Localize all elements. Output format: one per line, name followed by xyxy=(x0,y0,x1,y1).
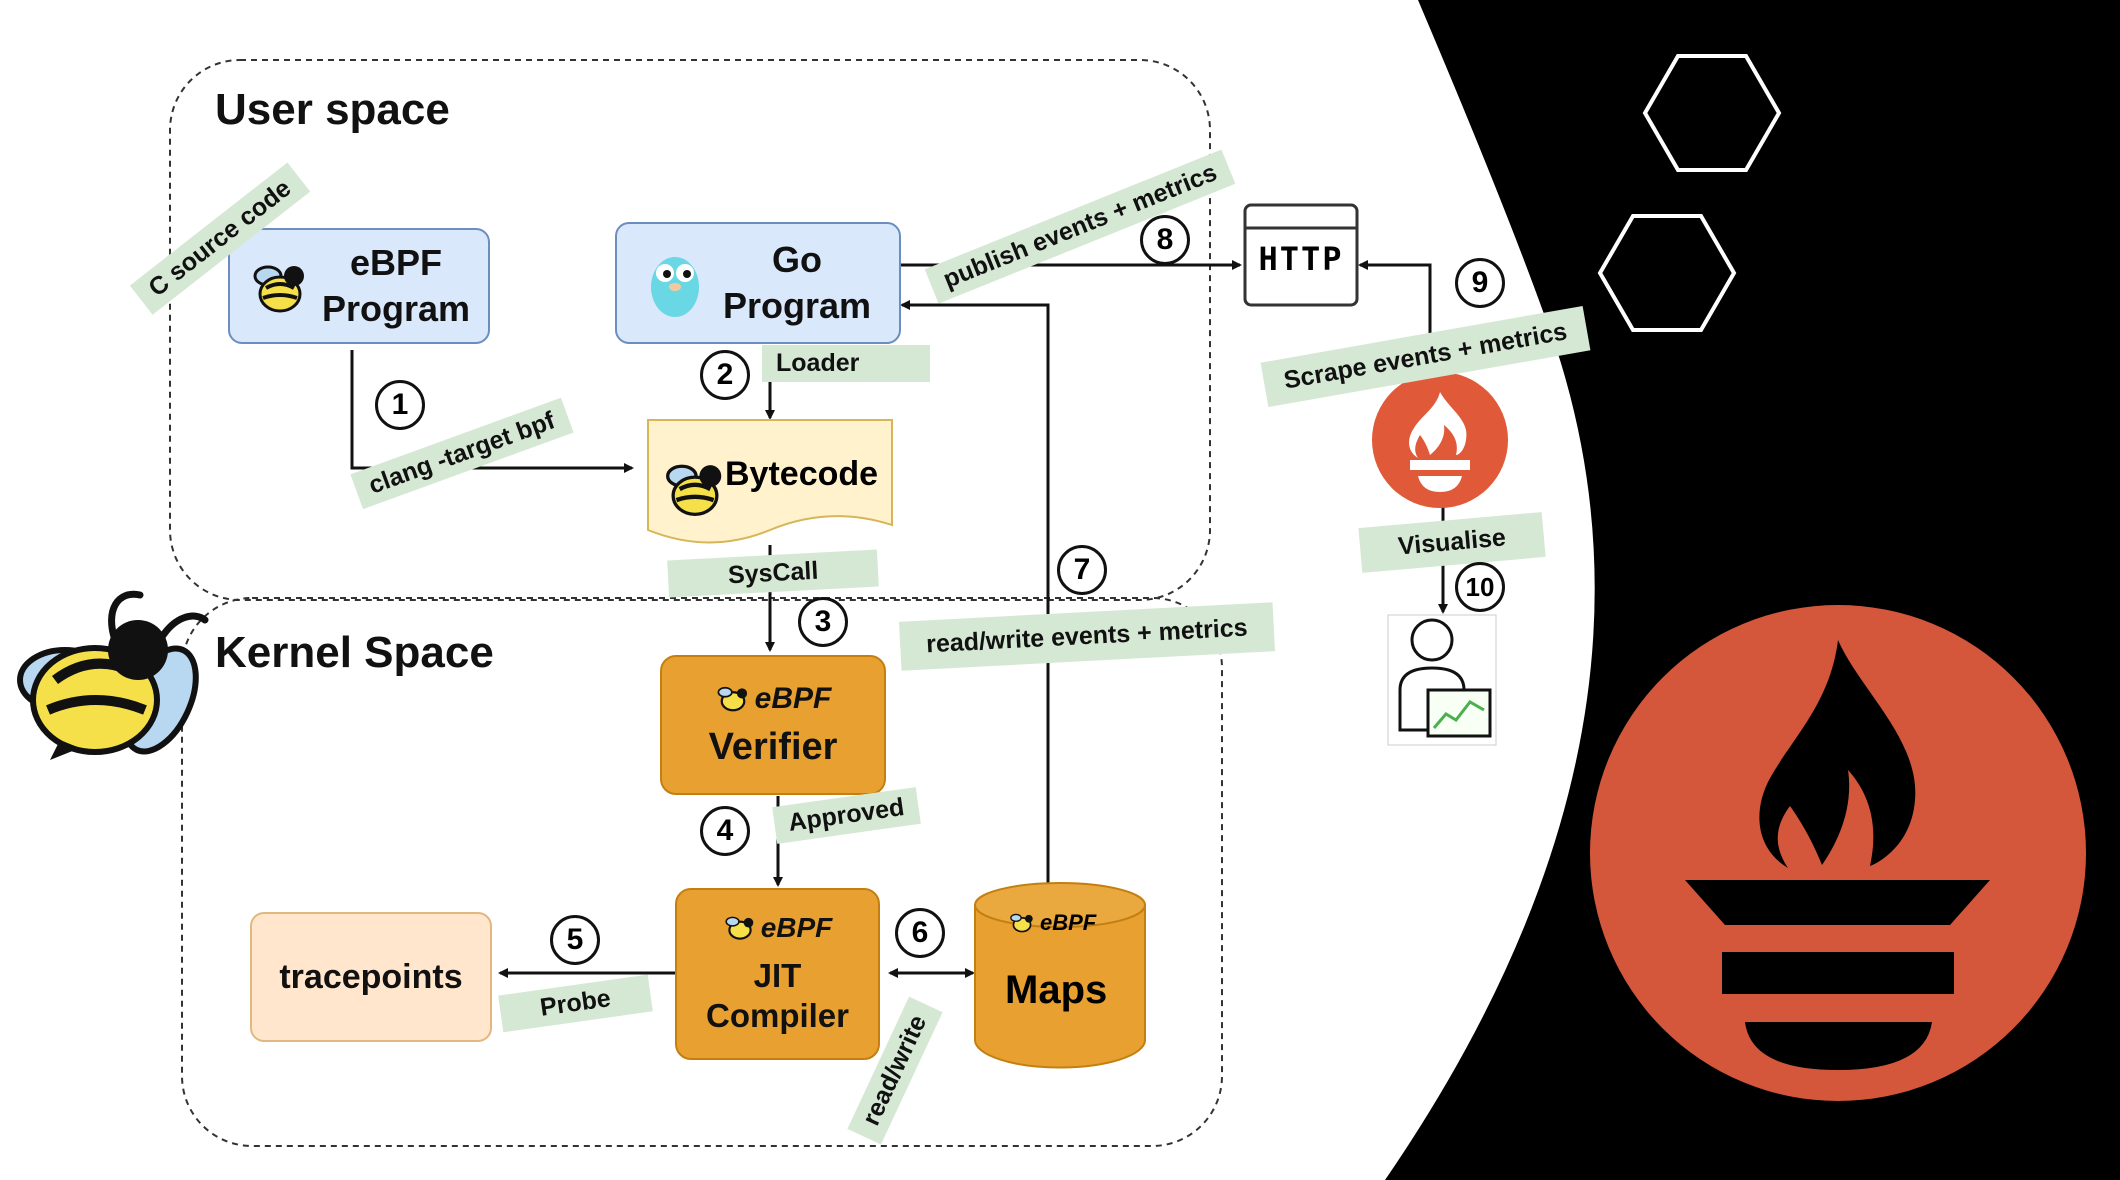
ebpf-program-line1: eBPF xyxy=(349,242,442,283)
maps-label[interactable]: Maps xyxy=(1005,968,1108,1012)
jit-compiler-box[interactable]: eBPF JIT Compiler xyxy=(675,888,880,1060)
step-7: 7 xyxy=(1057,545,1107,595)
jit-label-line1: JIT xyxy=(753,957,802,994)
bytecode-label[interactable]: Bytecode xyxy=(725,455,879,493)
http-window-icon xyxy=(1243,203,1359,307)
step-1: 1 xyxy=(375,380,425,430)
loader-label: Loader xyxy=(762,345,930,382)
step-9: 9 xyxy=(1455,258,1505,308)
hexagon-icon xyxy=(1597,54,1782,332)
verifier-label: Verifier xyxy=(708,725,838,768)
bee-icon xyxy=(725,916,753,940)
ebpf-program-line2: Program xyxy=(321,288,471,329)
jit-label-line2: Compiler xyxy=(705,997,850,1034)
prometheus-icon xyxy=(1372,372,1508,508)
ebpf-program-box[interactable]: eBPF Program xyxy=(228,228,490,344)
step-8: 8 xyxy=(1140,215,1190,265)
go-program-line2: Program xyxy=(722,285,872,326)
bee-icon xyxy=(660,452,730,522)
go-program-box[interactable]: Go Program xyxy=(615,222,901,344)
step-2: 2 xyxy=(700,350,750,400)
step-4: 4 xyxy=(700,806,750,856)
maps-brand-text: eBPF xyxy=(1040,910,1097,935)
bee-icon xyxy=(17,590,209,760)
bee-icon xyxy=(1010,913,1033,933)
http-label[interactable]: HTTP xyxy=(1258,240,1344,278)
step-6: 6 xyxy=(895,908,945,958)
ebpf-brand: eBPF xyxy=(723,912,833,944)
prometheus-icon-large xyxy=(1590,605,2086,1101)
bee-icon xyxy=(717,686,747,711)
verifier-box[interactable]: eBPF Verifier xyxy=(660,655,886,795)
jit-brand-text: eBPF xyxy=(760,912,833,943)
gopher-icon xyxy=(650,257,699,317)
maps-brand: eBPF xyxy=(1008,910,1096,936)
user-space-region xyxy=(169,59,1211,601)
tracepoints-box[interactable]: tracepoints xyxy=(250,912,492,1042)
user-dashboard-icon xyxy=(1387,614,1497,746)
kernel-space-region xyxy=(181,597,1223,1147)
bee-icon xyxy=(253,265,304,313)
kernel-space-title: Kernel Space xyxy=(215,628,494,677)
go-program-line1: Go xyxy=(771,239,822,280)
step-3: 3 xyxy=(798,597,848,647)
step-5: 5 xyxy=(550,915,600,965)
verifier-brand-text: eBPF xyxy=(754,681,832,715)
step-10: 10 xyxy=(1455,562,1505,612)
user-space-title: User space xyxy=(215,85,450,134)
ebpf-brand: eBPF xyxy=(715,681,832,716)
